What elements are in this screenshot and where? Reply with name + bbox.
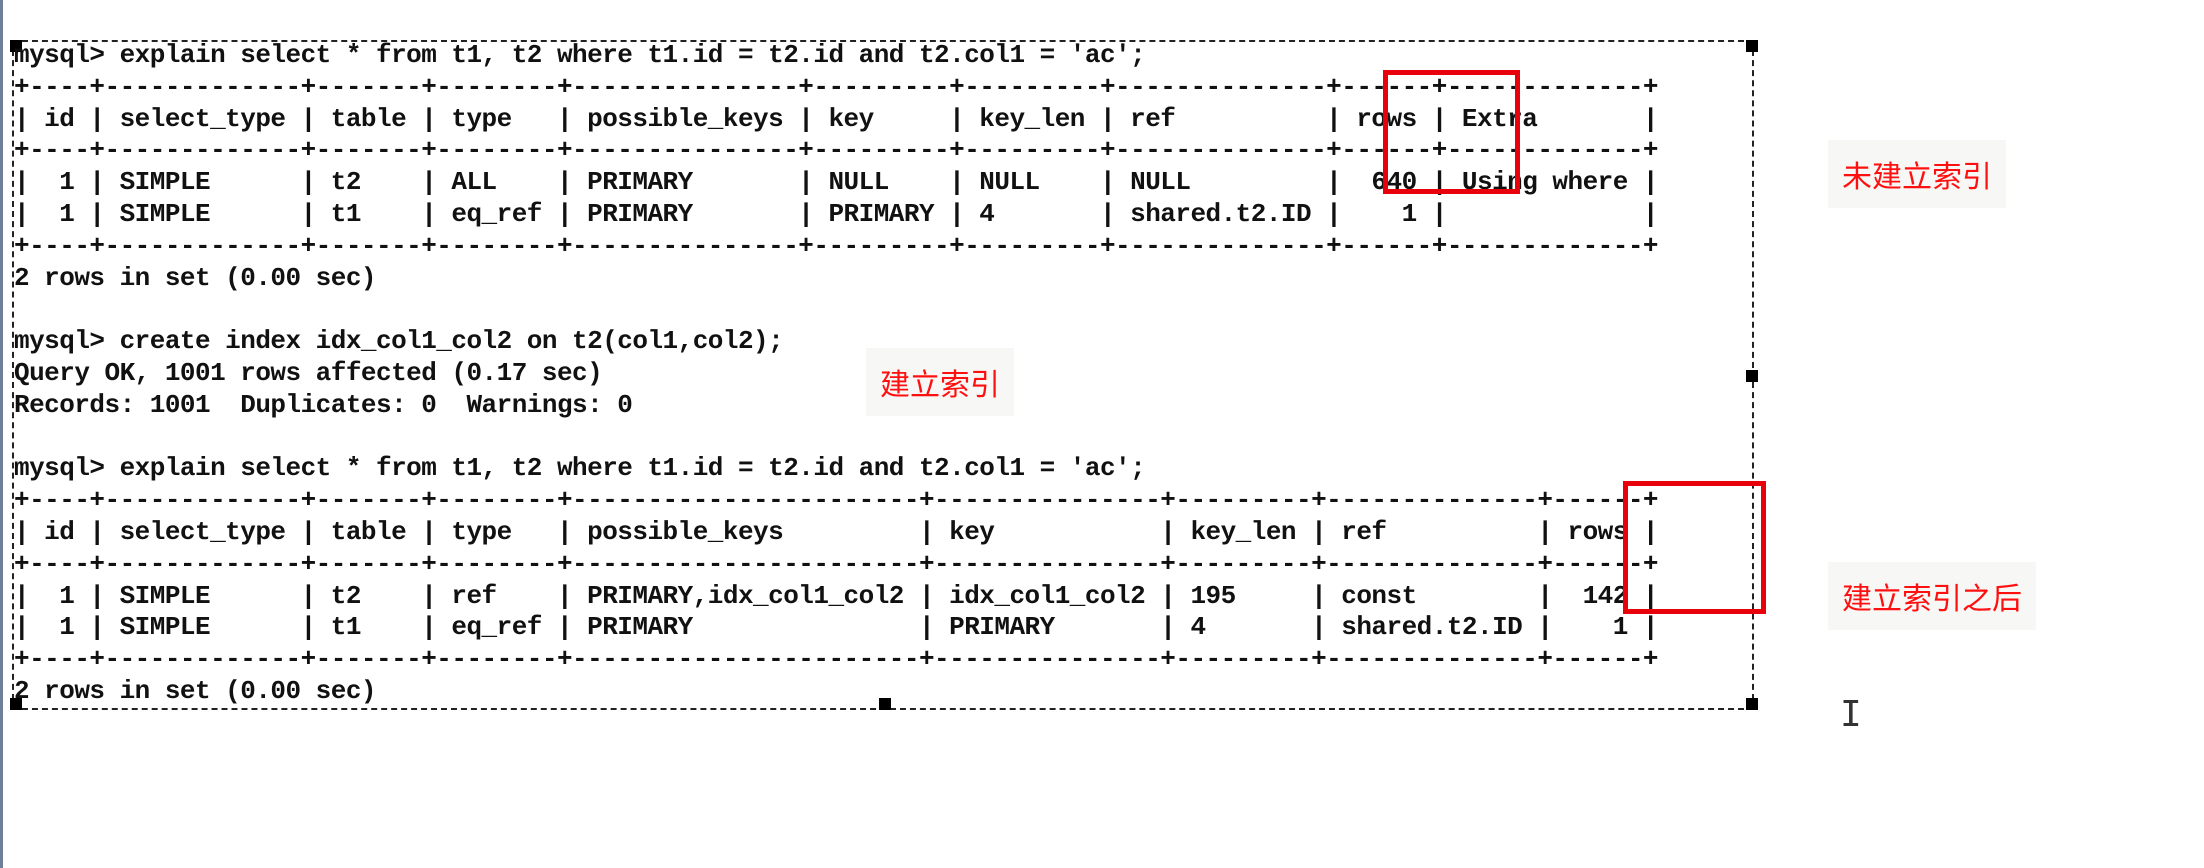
terminal-line: +----+-------------+-------+--------+---… bbox=[14, 548, 1659, 579]
annotation-after-index: 建立索引之后 bbox=[1828, 562, 2036, 630]
terminal-line: | id | select_type | table | type | poss… bbox=[14, 103, 1659, 134]
annotation-create-index: 建立索引 bbox=[866, 348, 1014, 416]
terminal-line: | 1 | SIMPLE | t1 | eq_ref | PRIMARY | P… bbox=[14, 198, 1659, 229]
highlight-rows-before bbox=[1383, 70, 1520, 194]
terminal-line bbox=[14, 294, 1658, 326]
terminal-line: mysql> explain select * from t1, t2 wher… bbox=[14, 453, 1146, 484]
terminal-line: Records: 1001 Duplicates: 0 Warnings: 0 bbox=[14, 389, 633, 420]
terminal-line: +----+-------------+-------+--------+---… bbox=[14, 644, 1659, 675]
resize-handle-bottom[interactable] bbox=[879, 698, 891, 710]
terminal-line: | 1 | SIMPLE | t1 | eq_ref | PRIMARY | P… bbox=[14, 612, 1659, 643]
resize-handle-top-left[interactable] bbox=[10, 40, 22, 52]
terminal-line: +----+-------------+-------+--------+---… bbox=[14, 230, 1659, 261]
resize-handle-bottom-left[interactable] bbox=[10, 698, 22, 710]
resize-handle-right[interactable] bbox=[1746, 370, 1758, 382]
resize-handle-top-right[interactable] bbox=[1746, 40, 1758, 52]
terminal-output: mysql> explain select * from t1, t2 wher… bbox=[14, 40, 1659, 708]
terminal-line bbox=[14, 422, 1658, 454]
terminal-line: +----+-------------+-------+--------+---… bbox=[14, 485, 1659, 516]
terminal-line: Query OK, 1001 rows affected (0.17 sec) bbox=[14, 357, 603, 388]
resize-handle-bottom-right[interactable] bbox=[1746, 698, 1758, 710]
terminal-line: | 1 | SIMPLE | t2 | ref | PRIMARY,idx_co… bbox=[14, 580, 1659, 611]
terminal-line: 2 rows in set (0.00 sec) bbox=[14, 262, 377, 293]
annotation-before-index: 未建立索引 bbox=[1828, 140, 2006, 208]
terminal-line: mysql> explain select * from t1, t2 wher… bbox=[14, 40, 1146, 70]
text-cursor-icon: I bbox=[1840, 694, 1862, 735]
terminal-line: mysql> create index idx_col1_col2 on t2(… bbox=[14, 326, 784, 357]
highlight-rows-after bbox=[1623, 481, 1766, 614]
terminal-line: 2 rows in set (0.00 sec) bbox=[14, 675, 377, 706]
window-edge bbox=[0, 0, 3, 868]
terminal-line: | id | select_type | table | type | poss… bbox=[14, 516, 1659, 547]
